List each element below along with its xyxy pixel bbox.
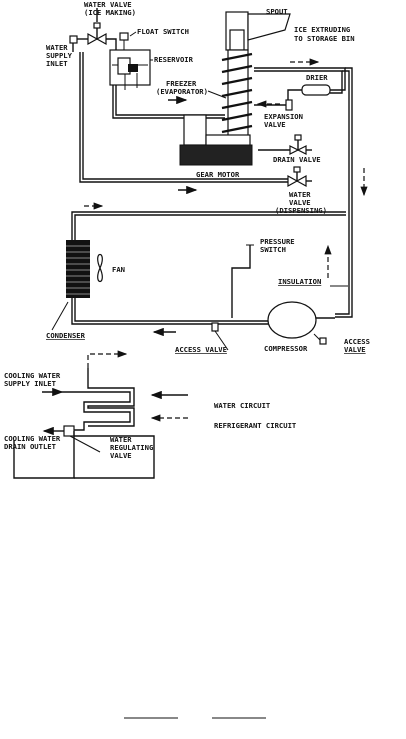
pressure-switch-label-2: SWITCH	[260, 245, 286, 254]
water-valve-dispensing	[287, 166, 312, 188]
spout-label: SPOUT	[266, 7, 288, 16]
spout	[225, 11, 291, 51]
access-valve-left-label: ACCESS VALVE	[175, 345, 227, 354]
water-supply-inlet-label-3: INLET	[46, 59, 68, 68]
gear-motor	[179, 114, 253, 166]
float-switch-label: FLOAT SWITCH	[137, 27, 189, 36]
condenser-label: CONDENSER	[46, 331, 86, 340]
dispensing-water-line	[79, 52, 288, 183]
drain-valve	[258, 134, 312, 155]
cooling-water-supply-label-2: SUPPLY INLET	[4, 379, 57, 388]
fan	[97, 253, 103, 283]
water-valve-dispensing-label-2: VALVE	[289, 198, 311, 207]
access-valve-right	[313, 333, 327, 345]
reservoir	[109, 32, 151, 90]
refrigerant-circuit-label: REFRIGERANT CIRCUIT	[214, 421, 297, 430]
water-supply-inlet-label-2: SUPPLY	[46, 51, 73, 60]
water-supply-inlet-label-1: WATER	[46, 43, 68, 52]
insulation-label: INSULATION	[278, 277, 321, 286]
expansion-valve-label-1: EXPANSION	[264, 112, 303, 121]
cooling-water-supply-label-1: COOLING WATER	[4, 371, 61, 380]
cooling-water-drain-label-1: COOLING WATER	[4, 434, 61, 443]
water-valve-dispensing-label-1: WATER	[289, 190, 311, 199]
ice-extruding-label-2: TO STORAGE BIN	[294, 34, 355, 43]
water-regulating-valve	[13, 425, 155, 479]
condenser	[66, 240, 90, 298]
fan-label: FAN	[112, 265, 125, 274]
water-cooled-condenser-coil	[62, 368, 135, 431]
water-valve-ice-making-label-1: WATER VALVE	[84, 0, 132, 9]
water-valve-dispensing-label-3: (DISPENSING)	[275, 206, 327, 215]
pressure-switch	[231, 244, 254, 318]
water-circuit-label: WATER CIRCUIT	[214, 401, 271, 410]
access-valve-right-label-1: ACCESS	[344, 337, 370, 346]
pressure-switch-label-1: PRESSURE	[260, 237, 295, 246]
drier	[301, 84, 331, 96]
expansion-valve	[285, 99, 293, 111]
drain-valve-label: DRAIN VALVE	[273, 155, 321, 164]
water-valve-ice-making	[87, 8, 117, 50]
access-valve-right-label-2: VALVE	[344, 345, 366, 354]
water-regulating-valve-label-3: VALVE	[110, 451, 132, 460]
water-supply-inlet	[69, 35, 88, 52]
water-regulating-valve-label-2: REGULATING	[110, 443, 153, 452]
access-valve-left	[211, 322, 229, 351]
reservoir-label: RESERVOIR	[154, 55, 194, 64]
freezer-label-2: (EVAPORATOR)	[156, 87, 208, 96]
compressor-label: COMPRESSOR	[264, 344, 308, 353]
water-regulating-valve-label-1: WATER	[110, 435, 132, 444]
refrigerant-loop-outer	[335, 67, 353, 318]
ice-extruding-label-1: ICE EXTRUDING	[294, 25, 350, 34]
drier-label: DRIER	[306, 73, 328, 82]
cooling-water-drain-label-2: DRAIN OUTLET	[4, 442, 57, 451]
expansion-valve-label-2: VALVE	[264, 120, 286, 129]
condenser-line	[71, 211, 346, 240]
gear-motor-label: GEAR MOTOR	[196, 170, 240, 179]
compressor	[267, 301, 335, 339]
water-valve-ice-making-label-2: (ICE MAKING)	[84, 8, 136, 17]
freezer-label-1: FREEZER	[166, 79, 197, 88]
